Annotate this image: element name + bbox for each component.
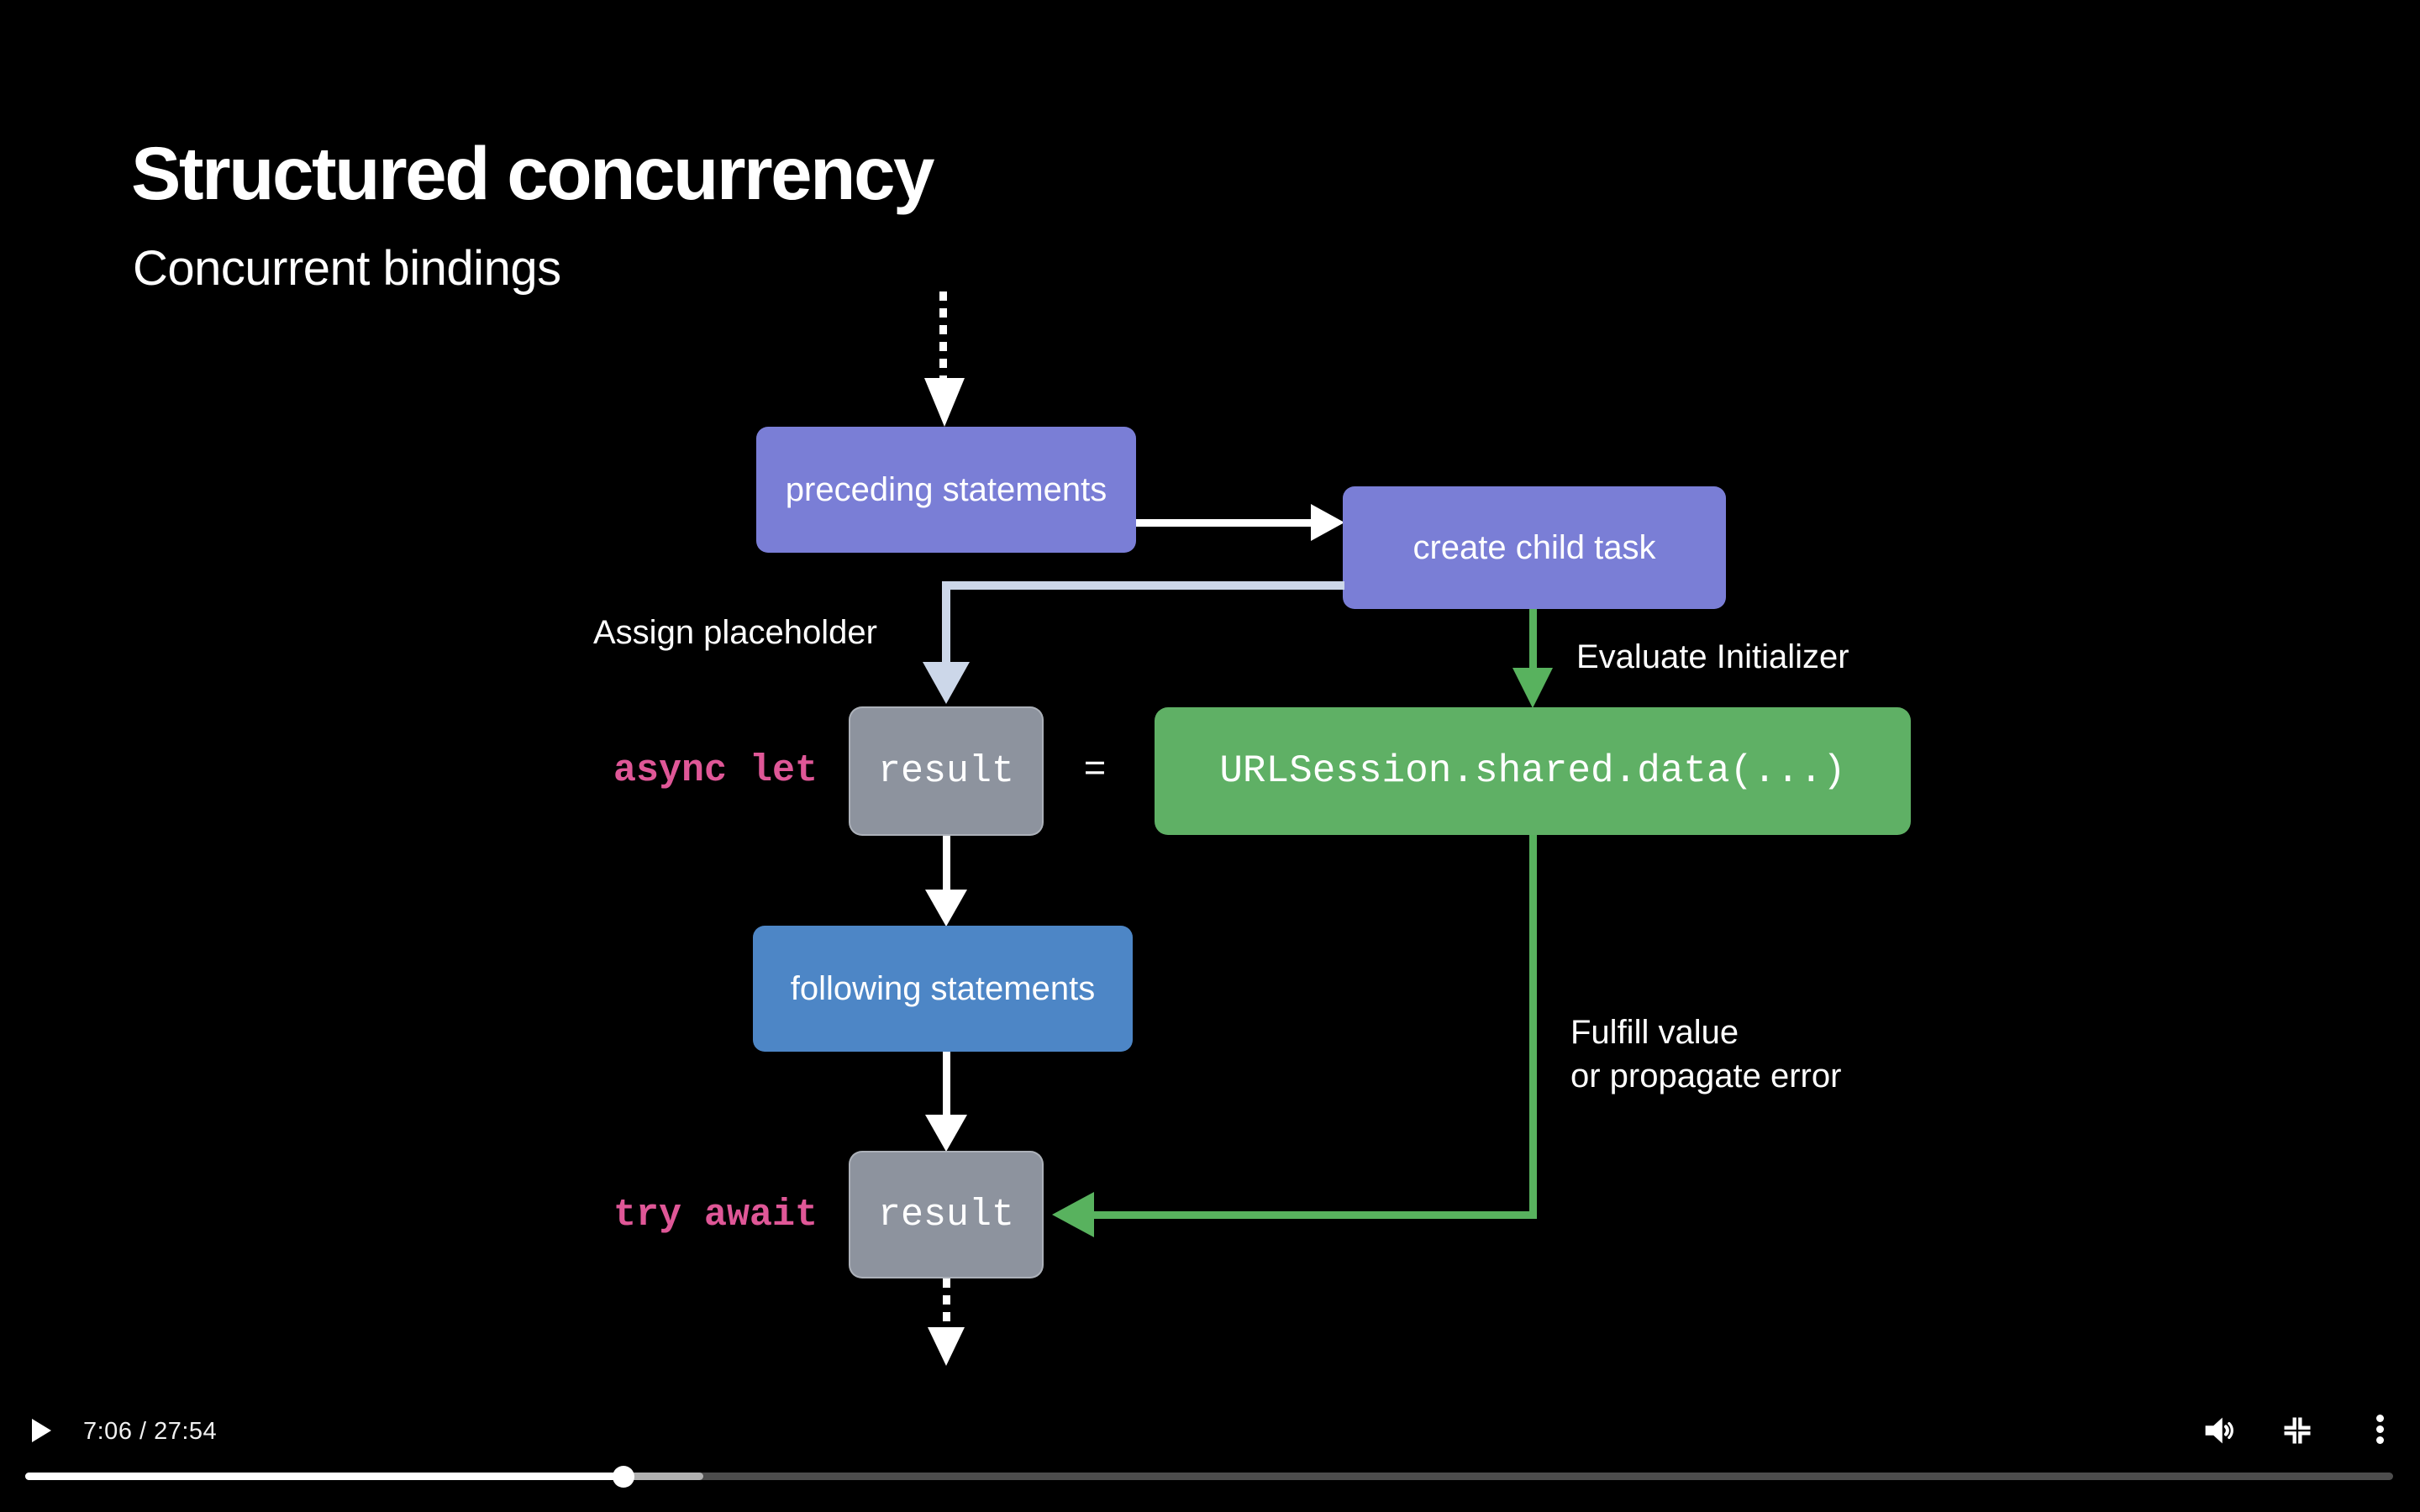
arrow-preceding-to-create-head-icon <box>1311 504 1344 541</box>
arrow-evaluate-line <box>1529 609 1537 668</box>
annotation-assign-placeholder: Assign placeholder <box>593 614 877 651</box>
node-result-await: result <box>849 1151 1044 1278</box>
exit-arrowhead-icon <box>928 1327 965 1366</box>
play-button[interactable] <box>32 1419 51 1442</box>
equals-sign: = <box>1083 749 1107 792</box>
exit-fullscreen-icon <box>2284 1417 2311 1444</box>
annotation-fulfill-line2: or propagate error <box>1570 1058 1842 1095</box>
volume-button[interactable] <box>2198 1411 2237 1454</box>
node-create-child-task: create child task <box>1343 486 1726 609</box>
node-preceding-statements-label: preceding statements <box>785 470 1107 508</box>
node-create-child-task-label: create child task <box>1413 528 1656 566</box>
arrow-assign-vline <box>942 581 950 662</box>
arrow-assign-hline <box>942 581 1344 590</box>
slide-title: Structured concurrency <box>131 131 934 215</box>
time-display: 7:06 / 27:54 <box>83 1418 218 1445</box>
node-following-statements-label: following statements <box>790 969 1096 1007</box>
slide-subtitle: Concurrent bindings <box>133 241 561 296</box>
arrow-result-to-following-line <box>943 836 950 890</box>
arrow-following-to-result-head-icon <box>925 1115 967 1152</box>
progress-played <box>25 1473 623 1480</box>
node-following-statements: following statements <box>753 926 1133 1052</box>
progress-track[interactable] <box>25 1473 2393 1480</box>
node-preceding-statements: preceding statements <box>756 427 1136 553</box>
arrow-result-to-following-head-icon <box>925 890 967 927</box>
node-result-declare-label: result <box>877 749 1015 793</box>
exit-fullscreen-button[interactable] <box>2281 1414 2314 1452</box>
more-options-button[interactable] <box>2376 1415 2384 1444</box>
progress-bar[interactable] <box>25 1465 2393 1488</box>
more-options-icon <box>2376 1436 2384 1444</box>
arrow-fulfill-head-icon <box>1052 1192 1094 1237</box>
code-async-let: async let <box>613 749 818 792</box>
annotation-evaluate-initializer: Evaluate Initializer <box>1576 638 1849 675</box>
more-options-icon <box>2376 1415 2384 1422</box>
entry-arrowhead-icon <box>924 378 965 427</box>
node-initializer-label: URLSession.shared.data(...) <box>1219 749 1846 793</box>
exit-dashed-line <box>943 1278 950 1327</box>
arrow-fulfill-vline <box>1529 835 1537 1211</box>
code-try-await: try await <box>613 1194 818 1236</box>
node-result-declare: result <box>849 706 1044 836</box>
entry-dashed-line <box>939 291 947 378</box>
annotation-fulfill-line1: Fulfill value <box>1570 1014 1739 1051</box>
arrow-fulfill-hline <box>1092 1211 1537 1219</box>
arrow-assign-head-icon <box>923 662 970 704</box>
arrow-evaluate-head-icon <box>1512 668 1553 708</box>
volume-icon <box>2205 1417 2233 1444</box>
more-options-icon <box>2376 1425 2384 1433</box>
node-initializer: URLSession.shared.data(...) <box>1155 707 1911 835</box>
play-icon <box>32 1419 51 1442</box>
annotation-fulfill: Fulfill value or propagate error <box>1570 1011 1841 1098</box>
arrow-following-to-result-line <box>943 1052 950 1115</box>
arrow-preceding-to-create-line <box>1136 519 1313 527</box>
node-result-await-label: result <box>877 1193 1015 1236</box>
progress-scrubber[interactable] <box>612 1465 634 1488</box>
